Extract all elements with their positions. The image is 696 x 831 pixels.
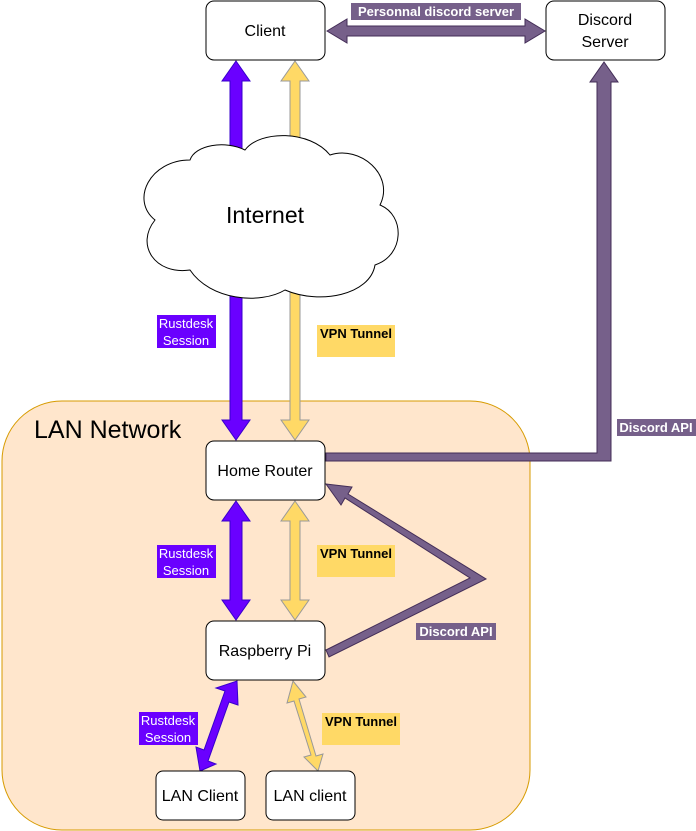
personnal-discord-server-arrow [326, 18, 546, 44]
vpn-top-label-bg [317, 325, 395, 357]
lan-client-2-label: LAN client [274, 788, 347, 805]
lan-network-label: LAN Network [34, 416, 182, 444]
client-label: Client [245, 23, 286, 40]
rustdesk-mid-label-bg [157, 545, 216, 578]
raspberry-pi-label: Raspberry Pi [219, 643, 311, 660]
home-router-node [205, 440, 326, 501]
personnal-discord-server-label: Personnal discord server [358, 4, 514, 19]
rustdesk-bot-label-bg [139, 712, 198, 745]
vpn-mid-label: VPN Tunnel [320, 546, 392, 561]
vpn-bot-label: VPN Tunnel [325, 714, 397, 729]
internet-label: Internet [226, 202, 305, 228]
raspberry-pi-node [205, 620, 326, 681]
lan-client-1-node [155, 770, 246, 821]
internet-cloud [143, 135, 399, 299]
discord-api-lan-label: Discord API [419, 624, 492, 639]
discord-server-node [545, 0, 666, 61]
rustdesk-bot-label-line1: Rustdesk [141, 713, 196, 728]
discord-server-label-line2: Server [581, 34, 629, 51]
vpn-arrow-router-pi [280, 500, 310, 621]
rustdesk-mid-label-line2: Session [163, 563, 209, 578]
discord-api-lan-label-bg [416, 623, 496, 640]
client-node [205, 0, 326, 61]
rustdesk-top-label-line1: Rustdesk [159, 316, 214, 331]
personnal-discord-server-label-bg [351, 3, 521, 20]
discord-api-top-label-bg [617, 419, 696, 436]
rustdesk-mid-label-line1: Rustdesk [159, 546, 214, 561]
discord-api-arrow-router-to-server [325, 61, 619, 462]
rustdesk-top-label-bg [157, 315, 216, 348]
rustdesk-bot-label-line2: Session [145, 730, 191, 745]
discord-server-label-line1: Discord [578, 12, 632, 29]
vpn-mid-label-bg [317, 545, 395, 577]
discord-api-arrow-pi-router [324, 483, 488, 658]
discord-api-top-label: Discord API [619, 420, 692, 435]
lan-client-2-node [265, 770, 356, 821]
rustdesk-top-label-line2: Session [163, 333, 209, 348]
vpn-top-label: VPN Tunnel [320, 326, 392, 341]
vpn-bot-label-bg [322, 713, 400, 745]
home-router-label: Home Router [217, 463, 313, 480]
lan-client-1-label: LAN Client [162, 788, 239, 805]
rustdesk-arrow-router-pi [221, 500, 251, 621]
